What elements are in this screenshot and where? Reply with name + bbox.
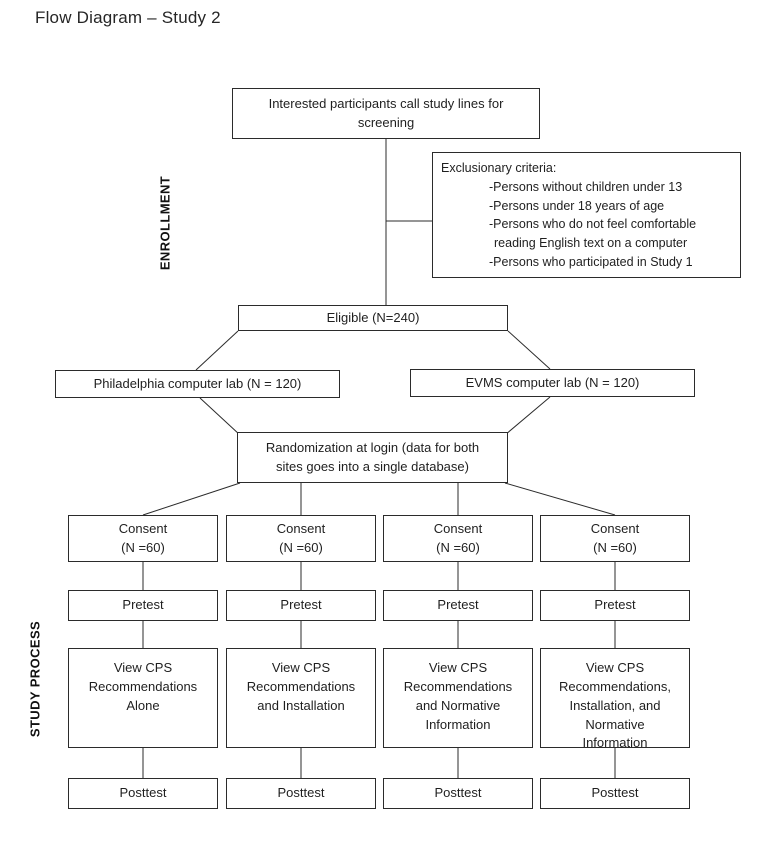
consent-line: (N =60) [436,539,480,555]
consent-box: Consent (N =60) [540,515,690,562]
view-cps-box: View CPS Recommendations and Installatio… [226,648,376,748]
posttest-box: Posttest [383,778,533,809]
evms-lab-label: EVMS computer lab (N = 120) [465,374,640,390]
consent-line: Consent [276,520,326,536]
view-cps-box: View CPS Recommendations and Normative I… [383,648,533,748]
view-line: Information [582,735,648,751]
view-line: Recommendations [88,678,198,694]
eligible-label: Eligible (N=240) [326,309,420,325]
enrollment-section-label: ENROLLMENT [157,175,173,271]
posttest-box: Posttest [68,778,218,809]
philadelphia-lab-box: Philadelphia computer lab (N = 120) [55,370,340,398]
randomization-box: Randomization at login (data for both si… [237,432,508,483]
posttest-label: Posttest [277,785,325,801]
pretest-label: Pretest [437,597,479,613]
exclusion-item: -Persons without children under 13 [489,179,683,194]
exclusion-criteria-box: Exclusionary criteria: -Persons without … [432,152,741,278]
view-line: Recommendations, [559,678,671,694]
consent-box: Consent (N =60) [383,515,533,562]
consent-box: Consent (N =60) [226,515,376,562]
pretest-box: Pretest [540,590,690,621]
eligible-box: Eligible (N=240) [238,305,508,331]
evms-lab-box: EVMS computer lab (N = 120) [410,369,695,397]
page-title: Flow Diagram – Study 2 [35,8,221,27]
screening-line: screening [357,114,415,130]
pretest-box: Pretest [383,590,533,621]
view-line: View CPS [113,660,173,675]
philadelphia-lab-label: Philadelphia computer lab (N = 120) [93,375,302,391]
posttest-box: Posttest [226,778,376,809]
posttest-label: Posttest [119,785,167,801]
randomization-line: Randomization at login (data for both [265,439,480,455]
view-line: View CPS [428,660,488,675]
pretest-label: Pretest [122,597,164,613]
consent-line: Consent [590,520,640,536]
consent-line: Consent [433,520,483,536]
posttest-box: Posttest [540,778,690,809]
pretest-box: Pretest [68,590,218,621]
view-line: and Installation [257,697,345,713]
screening-line: Interested participants call study lines… [268,95,504,111]
posttest-label: Posttest [591,785,639,801]
posttest-label: Posttest [434,785,482,801]
view-line: View CPS [271,660,331,675]
exclusion-item: -Persons under 18 years of age [489,198,665,213]
view-cps-box: View CPS Recommendations, Installation, … [540,648,690,750]
exclusion-item-continued: reading English text on a computer [494,236,688,250]
pretest-label: Pretest [280,597,322,613]
pretest-box: Pretest [226,590,376,621]
view-line: Alone [126,697,160,713]
view-line: View CPS [585,660,645,675]
exclusion-heading: Exclusionary criteria: [441,161,557,175]
exclusion-item: -Persons who participated in Study 1 [489,254,693,269]
randomization-line: sites goes into a single database) [276,458,469,474]
view-line: Installation, and [569,697,661,713]
exclusion-item: -Persons who do not feel comfortable [489,217,697,232]
pretest-label: Pretest [594,597,636,613]
view-line: Recommendations [403,678,513,694]
consent-line: (N =60) [279,539,323,555]
consent-line: Consent [118,520,168,536]
view-line: Recommendations [246,678,356,694]
screening-box: Interested participants call study lines… [232,88,540,139]
view-line: Information [425,716,491,732]
consent-line: (N =60) [593,539,637,555]
view-line: and Normative [415,697,501,713]
consent-line: (N =60) [121,539,165,555]
view-line: Normative [585,716,645,732]
view-cps-box: View CPS Recommendations Alone [68,648,218,748]
consent-box: Consent (N =60) [68,515,218,562]
study-process-section-label: STUDY PROCESS [27,620,43,738]
